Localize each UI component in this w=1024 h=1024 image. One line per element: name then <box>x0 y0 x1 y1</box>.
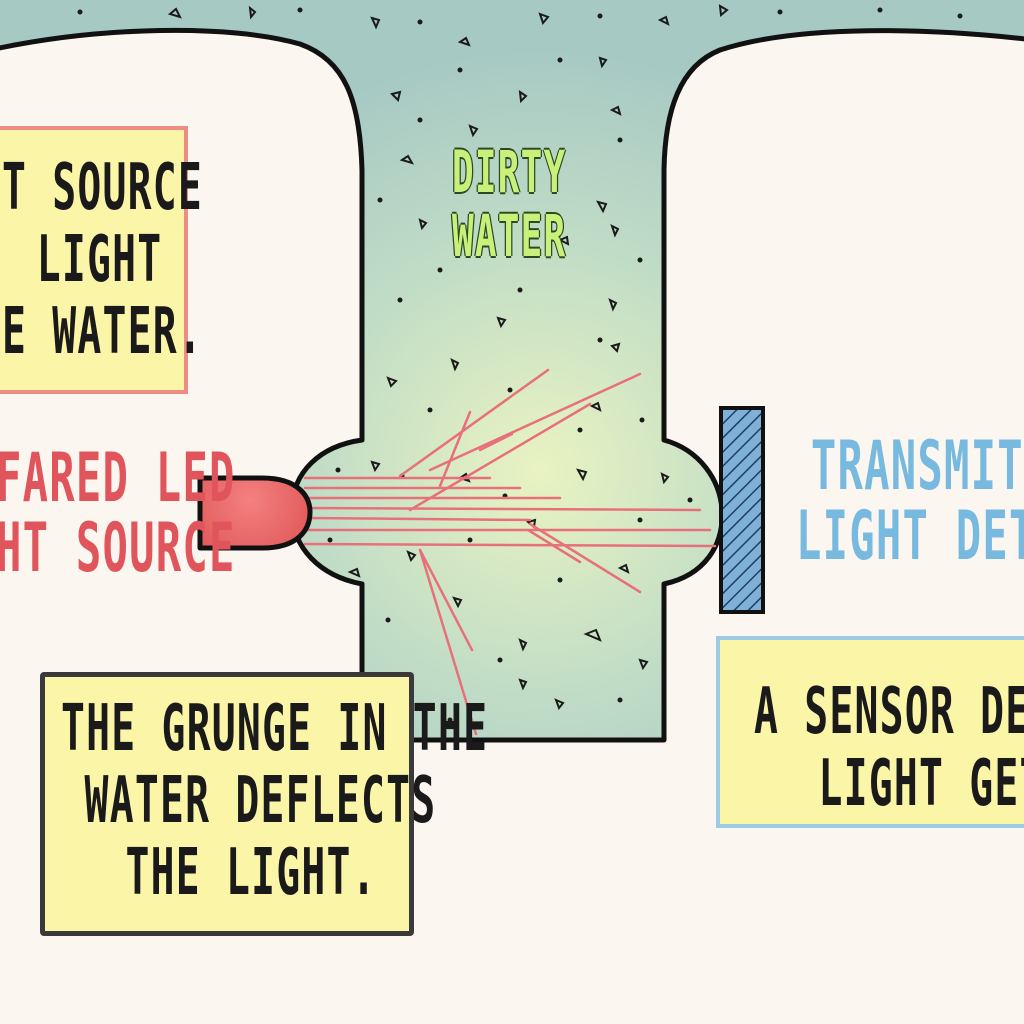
led-label-line-2: HT SOURCE <box>0 509 236 588</box>
sensor-note: A SENSOR DETEC LIGHT GETS <box>716 636 1024 828</box>
detector-label-line-1: TRANSMITTE <box>810 427 1024 506</box>
led-label: FARED LED HT SOURCE <box>0 444 236 584</box>
grunge-note-line-3: THE LIGHT. <box>125 836 377 910</box>
infrared-beams <box>303 368 717 736</box>
grunge-particles <box>167 4 729 710</box>
grunge-note-line-2: WATER DEFLECTS <box>84 764 437 838</box>
light-source-note: T SOURCE LIGHT E WATER. <box>0 126 202 394</box>
dirty-water-label: DIRTY WATER <box>452 140 566 268</box>
grunge-dots <box>77 7 963 723</box>
light-source-note-line-1: T SOURCE <box>2 151 204 225</box>
grunge-note-line-1: THE GRUNGE IN THE <box>61 692 489 766</box>
detector-label: TRANSMITTE LIGHT DETECT <box>796 432 1024 572</box>
dirty-water-line-2: WATER <box>452 202 567 270</box>
infrared-led-icon <box>197 475 313 551</box>
sensor-note-line-2: LIGHT GETS <box>818 747 1024 821</box>
light-detector-icon <box>719 406 765 614</box>
dirty-water-line-1: DIRTY <box>452 138 567 206</box>
light-source-note-line-3: E WATER. <box>2 295 204 369</box>
sensor-note-line-1: A SENSOR DETEC <box>754 675 1024 749</box>
grunge-note: THE GRUNGE IN THE WATER DEFLECTS THE LIG… <box>40 672 487 936</box>
detector-label-line-2: LIGHT DETECT <box>796 497 1024 576</box>
led-label-line-1: FARED LED <box>0 439 236 518</box>
water-body <box>0 0 1024 743</box>
light-source-note-line-2: LIGHT <box>36 223 163 297</box>
